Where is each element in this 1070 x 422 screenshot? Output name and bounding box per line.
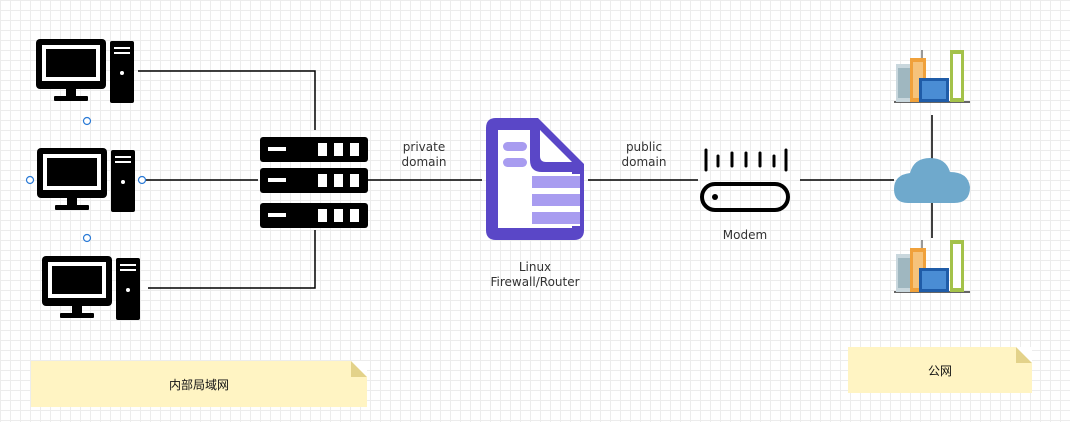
city-buildings-icon <box>893 239 971 293</box>
modem-icon[interactable] <box>700 148 790 212</box>
lan-note[interactable]: 内部局域网 <box>31 361 367 407</box>
cloud-icon[interactable] <box>894 158 970 203</box>
modem-label: Modem <box>722 228 768 242</box>
public-domain-label: public domain <box>621 140 667 169</box>
note-fold <box>1016 347 1032 363</box>
server-rack-icon[interactable] <box>260 137 368 228</box>
public-net-note-text: 公网 <box>927 363 952 378</box>
city-buildings-icon <box>893 49 971 103</box>
note-fold <box>351 361 367 377</box>
computer-icon[interactable] <box>37 148 135 212</box>
link-pc3-server <box>148 230 316 289</box>
lan-note-text: 内部局域网 <box>168 377 229 392</box>
computer-icon[interactable] <box>36 39 134 103</box>
firewall-router-icon[interactable] <box>486 118 584 240</box>
connections <box>138 70 933 289</box>
link-pc1-server <box>138 70 316 130</box>
public-net-note[interactable]: 公网 <box>848 347 1032 393</box>
private-domain-label: private domain <box>401 140 447 169</box>
firewall-label: Linux Firewall/Router <box>490 260 580 289</box>
selection-handles[interactable] <box>25 116 147 243</box>
computer-icon[interactable] <box>42 256 140 320</box>
